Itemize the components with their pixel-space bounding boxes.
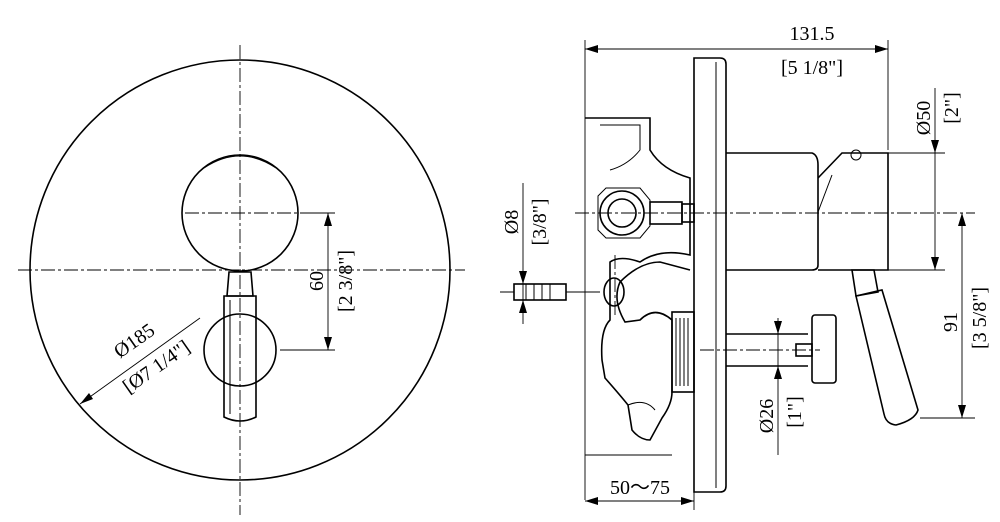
lever-hub-outline — [203, 313, 277, 387]
dia-50-arrow-top — [931, 140, 939, 153]
front-view: 60 [2 3/8"] Ø185 [Ø7 1/4"] — [18, 45, 465, 515]
stop-screw-body — [513, 283, 567, 301]
dim-depth-arrow-right — [681, 497, 694, 505]
diverter-knob-outline — [181, 154, 299, 272]
dia-8-inch-label: [3/8"] — [529, 198, 551, 245]
diverter-knob-highlight — [203, 155, 277, 169]
dia-50-arrow-bottom — [931, 257, 939, 270]
side-view: 131.5 [5 1/8"] Ø50 [2"] 91 [3 5/8"] Ø8 [… — [500, 23, 991, 510]
dim-60-arrow-bottom — [324, 337, 332, 350]
dim-depth-label: 50～75 — [610, 477, 670, 499]
dia-50-inch-label: [2"] — [941, 92, 963, 123]
dim-91-arrow-bottom — [958, 405, 966, 418]
dim-91-label: 91 — [940, 312, 962, 332]
dia-185-arrow — [80, 393, 93, 404]
lever-handle-side — [855, 289, 919, 426]
dim-60-inch-label: [2 3/8"] — [335, 250, 357, 312]
diverter-knob-chamfer — [817, 174, 833, 213]
cartridge-thread-block — [671, 311, 695, 393]
dia-8-label: Ø8 — [501, 210, 523, 234]
dia-26-inch-label: [1"] — [784, 396, 806, 427]
lever-handle-front — [223, 295, 257, 422]
dim-131-inch-label: [5 1/8"] — [781, 57, 843, 79]
inlet-fitting-outer — [599, 190, 645, 236]
dia-26-arrow-bottom — [774, 366, 782, 379]
diverter-knob-body — [726, 152, 819, 271]
dim-60-arrow-top — [324, 213, 332, 226]
dia-8-arrow-top — [519, 271, 527, 284]
dia-26-arrow-top — [774, 321, 782, 334]
dim-91-inch-label: [3 5/8"] — [969, 287, 991, 349]
dia-26-label: Ø26 — [756, 399, 778, 433]
dim-131-label: 131.5 — [790, 23, 835, 45]
valve-body-inner-top — [600, 124, 641, 171]
diverter-knob-cap — [817, 152, 889, 271]
inlet-fitting-hex — [597, 187, 651, 239]
dia-185-leader — [79, 317, 201, 405]
diverter-knob-detent — [850, 149, 862, 161]
dim-131-arrow-right — [875, 45, 888, 53]
dim-60-label: 60 — [306, 271, 328, 291]
stem-knob — [811, 314, 837, 384]
cover-plate-outline — [29, 59, 451, 481]
inlet-fitting-inner — [607, 198, 637, 228]
escutcheon-plate-side — [693, 57, 727, 493]
dim-91-arrow-top — [958, 213, 966, 226]
valve-body-inner-bottom — [627, 401, 656, 411]
dim-depth-arrow-left — [585, 497, 598, 505]
stop-screw-head — [603, 277, 625, 307]
dim-131-arrow-left — [585, 45, 598, 53]
lever-neck-side — [851, 269, 879, 297]
dia-8-arrow-bottom — [519, 300, 527, 313]
dia-50-label: Ø50 — [913, 101, 935, 135]
